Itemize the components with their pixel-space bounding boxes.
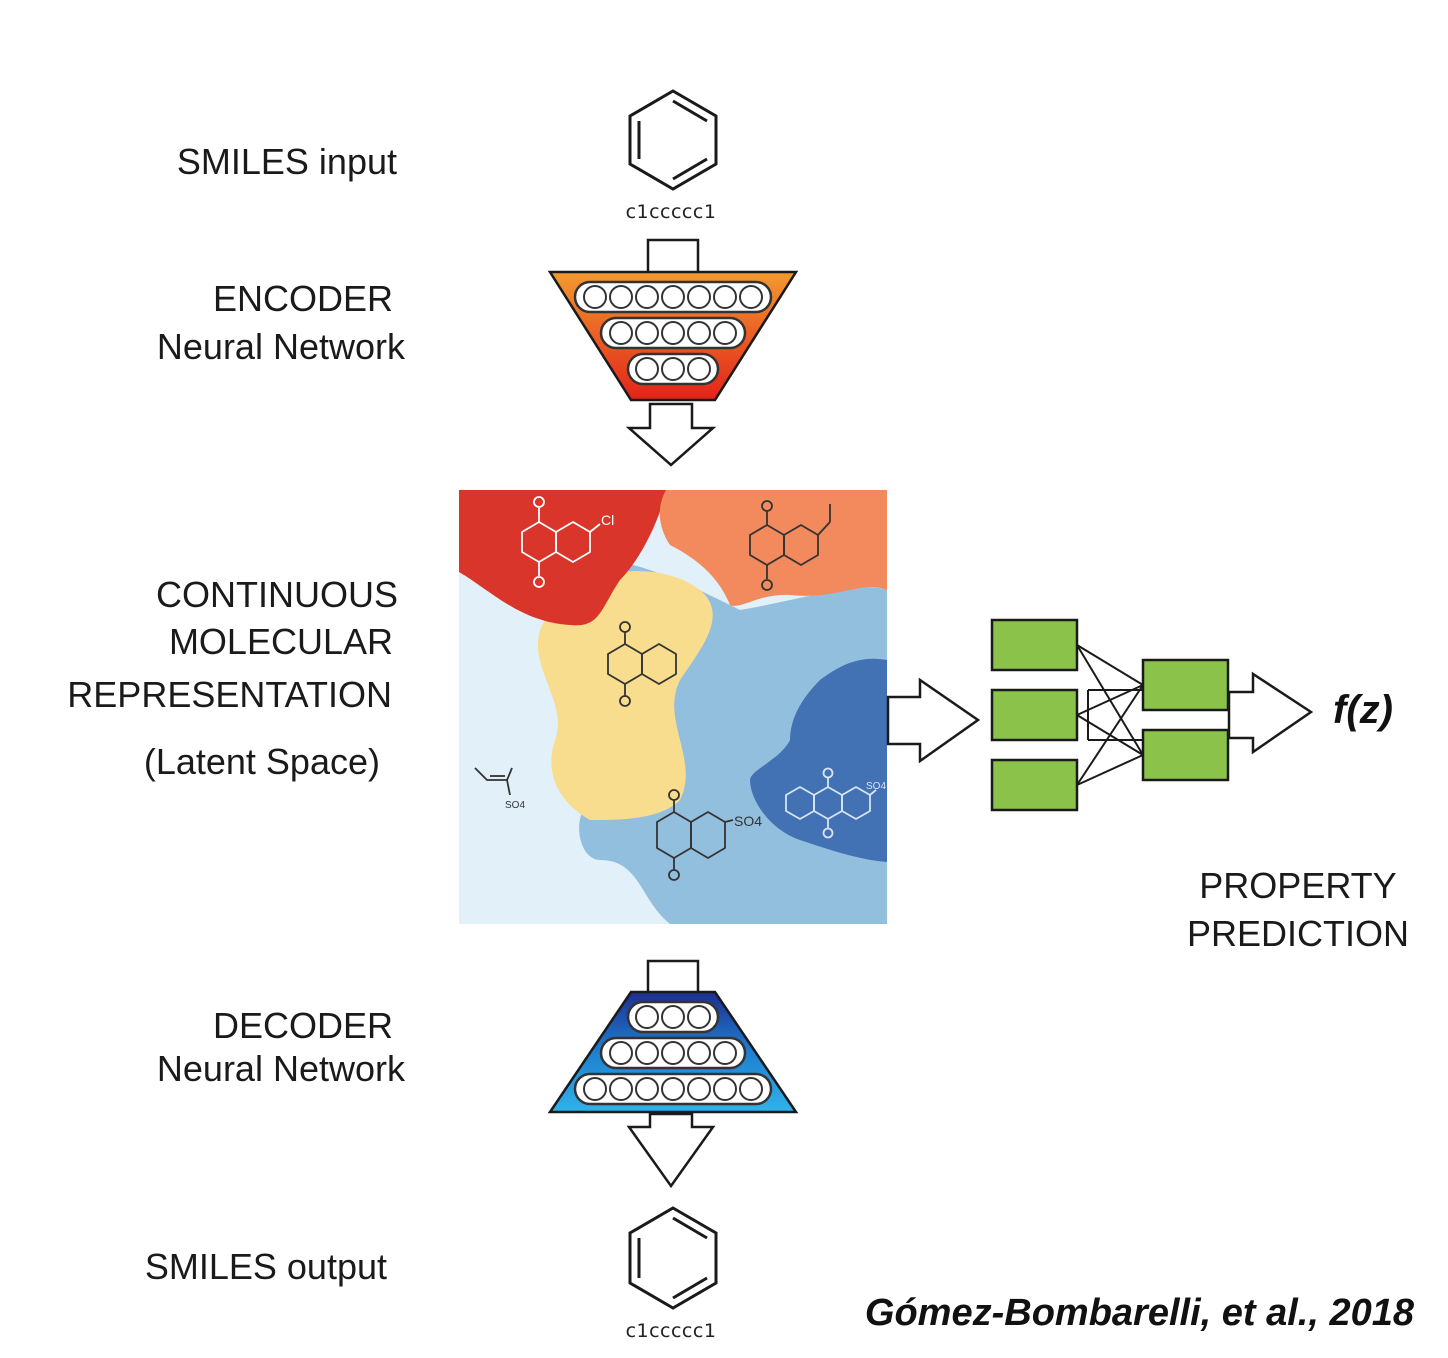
encoder-layer-2-neuron: [661, 321, 685, 345]
encoder-layer-2-neuron: [687, 321, 711, 345]
molecule-anthraquinone-sulfate: SO4: [785, 767, 886, 839]
decoder-layer-1-neuron: [661, 1005, 685, 1029]
prediction-hidden-node-2: [1141, 728, 1230, 782]
chloro-substituent: Cl: [601, 512, 614, 528]
prediction-input-node-3: [990, 758, 1079, 812]
encoder-label-line1: ENCODER: [213, 278, 393, 319]
decoder-down-arrow: [626, 1112, 716, 1189]
smiles-output-label: SMILES output: [145, 1246, 387, 1287]
prediction-connection: [1076, 754, 1144, 786]
decoder-layer-2-neuron: [609, 1041, 633, 1065]
molecule-chloronaphthoquinone: Cl: [521, 496, 614, 588]
molecule-ethylnaphthoquinone: [749, 500, 831, 591]
encoder-layer-2-neuron: [713, 321, 737, 345]
smiles-input-label: SMILES input: [177, 141, 397, 182]
smiles-output-string: c1ccccc1: [626, 1320, 717, 1342]
sulfate-substituent-2: SO4: [734, 813, 762, 829]
prediction-input-node-2: [990, 688, 1079, 742]
encoder-layer-1-neuron: [661, 285, 685, 309]
decoder-layer-3-neuron: [687, 1077, 711, 1101]
decoder-layer-2-neuron: [661, 1041, 685, 1065]
encoder-layer-2-neuron: [635, 321, 659, 345]
prediction-input-node-1: [990, 618, 1079, 672]
benzene-output-icon: [628, 1206, 718, 1310]
latent-label-line3: REPRESENTATION: [67, 674, 392, 715]
smiles-input-string: c1ccccc1: [626, 201, 717, 223]
decoder-layer-3-neuron: [713, 1077, 737, 1101]
benzene-input-icon: [628, 89, 718, 191]
decoder-layer-2-neuron: [713, 1041, 737, 1065]
property-prediction-network: [990, 618, 1230, 812]
decoder-layer-3-neuron: [739, 1077, 763, 1101]
prediction-connection: [1076, 644, 1144, 686]
molecule-naphthoquinone: [607, 621, 677, 707]
latent-label-line4: (Latent Space): [144, 741, 380, 782]
encoder-label-line2: Neural Network: [157, 326, 406, 367]
citation: Gómez-Bombarelli, et al., 2018: [865, 1292, 1415, 1334]
predictor-output-arrow: [1227, 671, 1314, 755]
decoder-label-line2: Neural Network: [157, 1048, 406, 1089]
encoder-layer-3-neuron: [687, 357, 711, 381]
encoder-layer-1-neuron: [583, 285, 607, 309]
encoder-layer-1-neuron: [739, 285, 763, 309]
fz-output-label: f(z): [1333, 688, 1393, 732]
latent-to-predictor-arrow: [886, 677, 981, 764]
decoder-label-line1: DECODER: [213, 1005, 393, 1046]
decoder-layer-3-neuron: [661, 1077, 685, 1101]
prediction-hidden-node-1: [1141, 658, 1230, 712]
latent-space-map: Cl SO4: [459, 490, 887, 924]
property-label-line2: PREDICTION: [1187, 913, 1409, 954]
decoder-layer-1-neuron: [687, 1005, 711, 1029]
encoder-layer-3-neuron: [661, 357, 685, 381]
encoder-network: [547, 238, 799, 402]
molecule-butenyl-sulfate: SO4: [474, 767, 525, 811]
encoder-layer-1-neuron: [687, 285, 711, 309]
decoder-layer-3-neuron: [583, 1077, 607, 1101]
encoder-layer-1-neuron: [609, 285, 633, 309]
decoder-layer-3-neuron: [635, 1077, 659, 1101]
latent-label-line1: CONTINUOUS: [156, 574, 398, 615]
encoder-down-arrow: [625, 402, 717, 467]
sulfate-substituent-3: SO4: [866, 781, 886, 792]
molecule-dihydronaphthoquinone-sulfate: SO4: [656, 789, 762, 881]
decoder-layer-2-neuron: [687, 1041, 711, 1065]
decoder-layer-1-neuron: [635, 1005, 659, 1029]
decoder-network: [547, 959, 799, 1114]
encoder-layer-1-neuron: [713, 285, 737, 309]
property-label-line1: PROPERTY: [1199, 865, 1396, 906]
decoder-layer-3-neuron: [609, 1077, 633, 1101]
decoder-layer-2-neuron: [635, 1041, 659, 1065]
encoder-layer-3-neuron: [635, 357, 659, 381]
sulfate-substituent-1: SO4: [505, 800, 525, 811]
latent-label-line2: MOLECULAR: [169, 621, 393, 662]
prediction-connection: [1076, 684, 1144, 786]
encoder-layer-1-neuron: [635, 285, 659, 309]
encoder-layer-2-neuron: [609, 321, 633, 345]
